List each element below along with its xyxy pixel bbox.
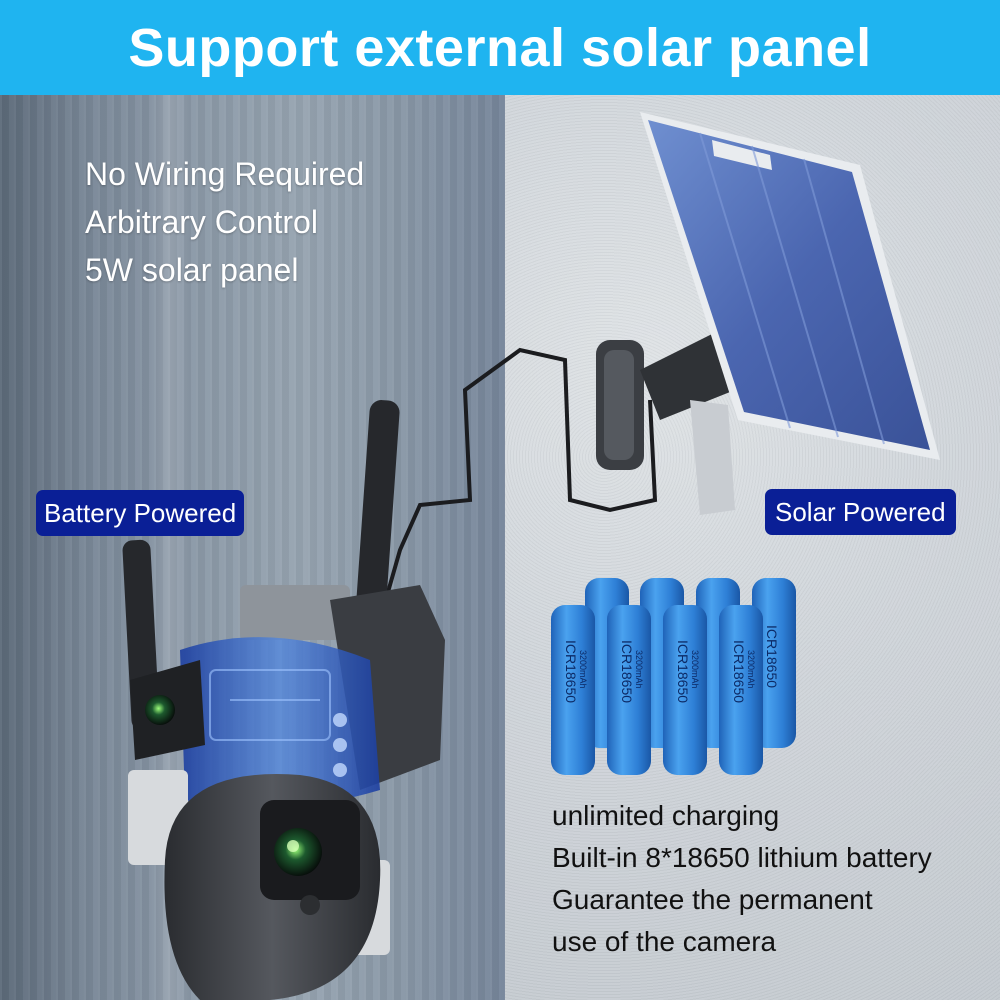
battery-front-row [551, 605, 763, 775]
feature-no-wiring: No Wiring Required [85, 156, 365, 192]
battery-label-2: ICR18650 [619, 640, 635, 703]
solar-powered-badge: Solar Powered [765, 489, 956, 535]
battery-capacity-2: 3200mAh [634, 650, 644, 689]
battery-capacity-3: 3200mAh [690, 650, 700, 689]
battery-powered-badge: Battery Powered [36, 490, 245, 536]
security-camera [122, 400, 445, 1000]
battery-label-5: ICR18650 [764, 625, 780, 688]
header-band: Support external solar panel [0, 0, 1000, 95]
battery-label-1: ICR18650 [563, 640, 579, 703]
battery-capacity-1: 3200mAh [578, 650, 588, 689]
description-line-4: use of the camera [552, 926, 777, 957]
battery-capacity-4: 3200mAh [746, 650, 756, 689]
solar-cable [378, 347, 658, 621]
description-line-2: Built-in 8*18650 lithium battery [552, 842, 932, 873]
feature-list: No Wiring Required Arbitrary Control 5W … [85, 150, 364, 294]
feature-arbitrary-control: Arbitrary Control [85, 204, 318, 240]
feature-solar-panel: 5W solar panel [85, 252, 299, 288]
battery-description: unlimited charging Built-in 8*18650 lith… [552, 795, 932, 963]
battery-pack: ICR18650 ICR18650 ICR18650 ICR18650 ICR1… [551, 578, 796, 775]
solar-mount [596, 330, 735, 515]
battery-label-4: ICR18650 [731, 640, 747, 703]
description-line-1: unlimited charging [552, 800, 780, 831]
battery-label-3: ICR18650 [675, 640, 691, 703]
page-title: Support external solar panel [128, 17, 872, 78]
wall-left-background [0, 95, 505, 1000]
solar-panel [640, 112, 940, 460]
description-line-3: Guarantee the permanent [552, 884, 873, 915]
